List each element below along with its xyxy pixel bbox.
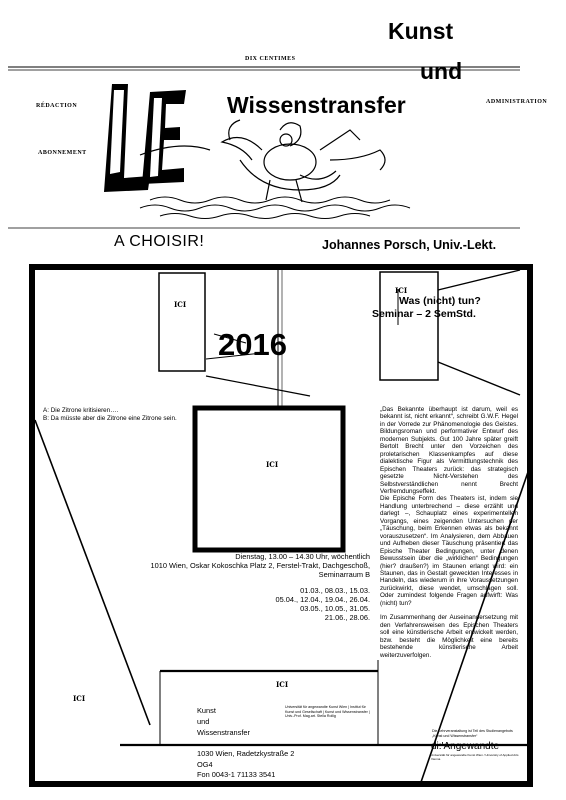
schedule-dates-3: 03.05., 10.05., 31.05. <box>300 604 370 614</box>
administration-label: ADMINISTRATION <box>486 99 548 105</box>
footer-wissenstransfer: Wissenstransfer <box>197 728 250 737</box>
footer-kunst: Kunst <box>197 706 216 715</box>
body-paragraph-2: Die Epische Form des Theaters ist, indem… <box>380 495 518 607</box>
ici-label-bottom: ICI <box>276 680 289 689</box>
body-paragraph-1: „Das Bekannte überhaupt ist darum, weil … <box>380 406 518 495</box>
lemon-a: A: Die Zitrone kritisieren…. <box>43 407 119 414</box>
footer-phone: Fon 0043-1 71133 3541 <box>197 770 276 779</box>
footer-und: und <box>197 717 210 726</box>
cartoon-figure <box>139 119 386 203</box>
title-kunst: Kunst <box>388 18 454 44</box>
footer-address: 1030 Wien, Radetzkystraße 2 <box>197 749 295 758</box>
lemon-block: A: Die Zitrone kritisieren…. B: Da müsst… <box>43 407 203 422</box>
schedule-dates-1: 01.03., 08.03., 15.03. <box>300 585 370 595</box>
a-choisir: A CHOISIR! <box>114 233 205 250</box>
schedule-dates-2: 05.04., 12.04., 19.04., 26.04. <box>275 594 370 604</box>
seminar-hours: Seminar – 2 SemStd. <box>372 308 476 320</box>
abonnement-label: ABONNEMENT <box>38 150 87 156</box>
schedule-block: Dienstag, 13.00 – 14.30 Uhr, wöchentlich… <box>151 552 370 623</box>
schedule-dates-4: 21.06., 28.06. <box>324 613 370 623</box>
seminar-title: Was (nicht) tun? <box>399 295 481 307</box>
schedule-address: 1010 Wien, Oskar Kokoschka Platz 2, Fers… <box>150 561 370 571</box>
ici-label-left-box: ICI <box>174 300 187 309</box>
lemon-b: B: Da müsste aber die Zitrone eine Zitro… <box>43 414 177 422</box>
redaction-label: RÉDACTION <box>36 103 78 109</box>
water-lines <box>139 196 411 219</box>
le-logo-graphic <box>104 84 186 192</box>
schedule-time: Dienstag, 13.00 – 14.30 Uhr, wöchentlich <box>235 552 370 561</box>
title-wissenstransfer: Wissenstransfer <box>227 92 406 118</box>
angewandte-logo: di:'Angewandte <box>431 741 500 752</box>
ici-label-bottom-left: ICI <box>73 694 86 703</box>
year: 2016 <box>218 327 287 362</box>
masthead-graphic <box>8 66 520 229</box>
body-text-column: „Das Bekannte überhaupt ist darum, weil … <box>380 406 518 659</box>
body-paragraph-3: Im Zusammenhang der Auseinandersetzung m… <box>380 614 518 659</box>
schedule-room: Seminarraum B <box>318 570 370 580</box>
footer-floor: OG4 <box>197 759 213 769</box>
title-und: und <box>420 58 463 84</box>
angewandte-logo-sub: Universität für angewandte Kunst Wien / … <box>431 753 519 761</box>
main-frame <box>29 264 533 787</box>
ici-label-right-box: ICI <box>395 286 408 295</box>
lecturer: Johannes Porsch, Univ.-Lekt. <box>322 238 497 252</box>
dix-centimes: DIX CENTIMES <box>245 56 296 62</box>
footer-note: Die Lehrveranstaltung ist Teil des Studi… <box>432 729 513 738</box>
footer-address-block: 1030 Wien, Radetzkystraße 2 OG4 Fon 0043… <box>197 749 294 781</box>
footer-kunst-block: Kunst und Wissenstransfer <box>197 705 250 738</box>
seminar-block: Was (nicht) tun? Seminar – 2 SemStd. <box>372 295 481 321</box>
footer-credits: Universität für angewandte Kunst Wien | … <box>285 705 370 719</box>
ici-label-center-box: ICI <box>266 460 279 469</box>
